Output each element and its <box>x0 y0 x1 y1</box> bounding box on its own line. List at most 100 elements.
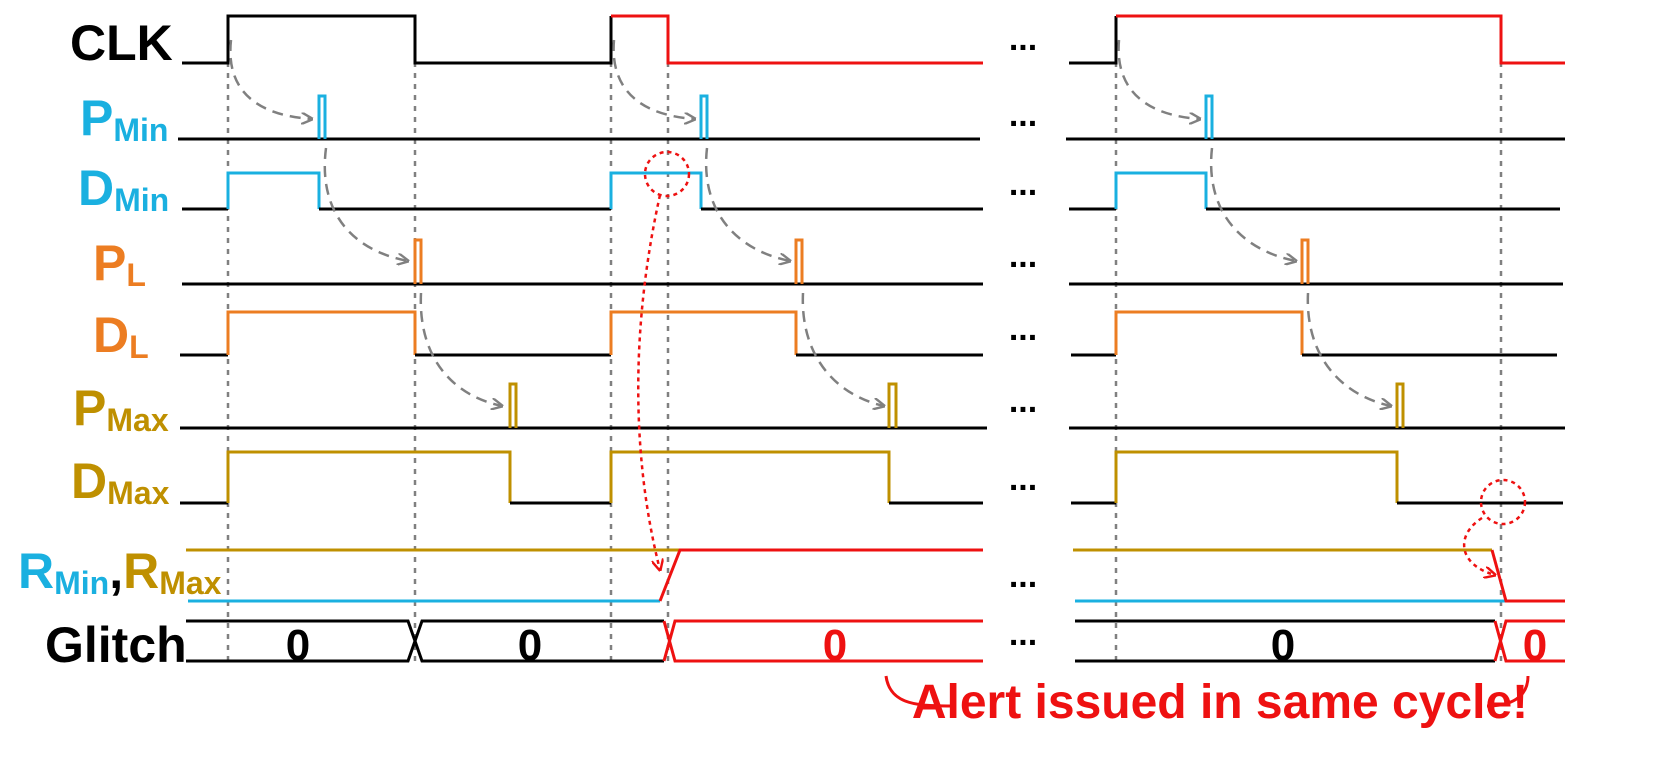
pmax-pulse-3 <box>1395 382 1405 428</box>
clk-black-1 <box>182 14 613 65</box>
label-dmin-main: D <box>78 160 114 216</box>
arrow-clk-to-pmin-1 <box>229 39 312 119</box>
dmin-high-3 <box>1114 171 1208 209</box>
label-pmax: PMax <box>73 380 169 438</box>
label-pmin: PMin <box>80 90 168 148</box>
alert-arrow-2 <box>1462 516 1495 575</box>
wave-clk <box>182 14 1565 65</box>
label-rmin-main: R <box>18 543 54 599</box>
glitch-bus-red-2a <box>1493 620 1565 663</box>
label-pl-main: P <box>93 235 126 291</box>
label-pmin-main: P <box>80 90 113 146</box>
dmax-high-1 <box>226 450 512 503</box>
dmax-high-2 <box>609 450 891 503</box>
annotation-text: Alert issued in same cycle! <box>912 676 1528 729</box>
glitch-value-5: 0 <box>1523 621 1547 670</box>
label-dl: DL <box>93 307 149 365</box>
label-r-comma: , <box>109 543 123 599</box>
arrow-pl-to-pmax-2 <box>801 292 884 406</box>
arrow-pl-to-pmax-1 <box>419 292 502 406</box>
glitch-value-1: 0 <box>286 621 310 670</box>
label-dmax: DMax <box>71 453 170 511</box>
clk-black-2 <box>1069 16 1118 65</box>
pmin-pulse-2 <box>699 94 709 139</box>
glitch-value-4: 0 <box>1271 621 1295 670</box>
guide-lines <box>226 18 1503 661</box>
label-rmax-main: R <box>123 543 159 599</box>
label-pmax-main: P <box>73 380 106 436</box>
dmin-high-1 <box>226 171 321 209</box>
wave-dmin <box>182 171 1560 211</box>
wave-glitch <box>186 619 1565 663</box>
label-clk: CLK <box>70 15 173 71</box>
pl-pulse-1 <box>413 238 423 284</box>
glitch-bus-red-1b <box>662 619 983 662</box>
label-pl-sub: L <box>126 257 146 293</box>
arrow-clk-to-pmin-3 <box>1117 39 1200 119</box>
dl-high-2 <box>609 310 798 355</box>
ellipsis-pl: ... <box>1009 237 1037 275</box>
wave-dmax <box>180 450 1563 505</box>
wave-pmin <box>178 94 1565 141</box>
pmax-pulse-2 <box>887 382 898 428</box>
wave-pl <box>182 238 1563 286</box>
dmin-high-2 <box>609 171 703 209</box>
ellipsis-glitch: ... <box>1009 615 1037 653</box>
wave-pmax <box>180 382 1565 430</box>
annotation-bracket-right <box>1486 675 1530 708</box>
label-pmax-sub: Max <box>106 402 168 438</box>
label-rmin-sub: Min <box>54 565 109 601</box>
r-red-transition-2 <box>1490 549 1565 603</box>
alert-arrow-1 <box>637 194 660 570</box>
dl-high-1 <box>226 310 417 355</box>
annotation-bracket-left <box>884 675 956 708</box>
clk-red-2 <box>1116 14 1565 65</box>
r-red-transition-1 <box>658 548 983 602</box>
pmin-pulse-3 <box>1204 94 1214 139</box>
ellipsis-dmax: ... <box>1009 460 1037 498</box>
glitch-bus-red-1a <box>662 620 983 663</box>
label-dmax-main: D <box>71 453 107 509</box>
label-pmin-sub: Min <box>113 112 168 148</box>
label-glitch: Glitch <box>45 617 187 673</box>
ellipsis-clk: ... <box>1009 20 1037 58</box>
label-dmin: DMin <box>78 160 169 218</box>
pl-pulse-2 <box>794 238 804 284</box>
wave-r <box>186 548 1565 603</box>
label-pl: PL <box>93 235 146 293</box>
arrow-pmin-to-pl-1 <box>323 147 408 261</box>
alert-circle-1 <box>643 150 691 198</box>
label-dmax-sub: Max <box>107 475 169 511</box>
glitch-bus-seg-1 <box>186 619 664 663</box>
ellipsis-dmin: ... <box>1009 165 1037 203</box>
label-dmin-sub: Min <box>114 182 169 218</box>
arrow-pmin-to-pl-2 <box>704 147 790 261</box>
glitch-value-2: 0 <box>518 621 542 670</box>
alert-annotation: Alert issued in same cycle! <box>884 675 1530 729</box>
pmax-pulse-1 <box>508 382 518 428</box>
arrow-pl-to-pmax-3 <box>1306 292 1391 406</box>
glitch-bus-red-2b <box>1493 619 1565 662</box>
arrow-clk-to-pmin-2 <box>612 39 695 119</box>
ellipsis-dl: ... <box>1009 310 1037 348</box>
pl-pulse-3 <box>1300 238 1310 284</box>
ellipsis-pmin: ... <box>1009 96 1037 134</box>
pmin-pulse-1 <box>317 94 327 139</box>
ellipsis-column: ... ... ... ... ... ... ... ... ... <box>1009 20 1037 653</box>
ellipsis-r: ... <box>1009 557 1037 595</box>
causality-arrows <box>229 39 1391 406</box>
arrow-pmin-to-pl-3 <box>1209 147 1296 261</box>
clk-red-1 <box>611 14 983 65</box>
label-dl-sub: L <box>129 329 149 365</box>
glitch-value-3: 0 <box>823 621 847 670</box>
label-rmax-sub: Max <box>159 565 221 601</box>
dl-high-3 <box>1114 310 1304 355</box>
alert-circle-2 <box>1479 478 1527 526</box>
ellipsis-pmax: ... <box>1009 382 1037 420</box>
alert-markers <box>637 150 1527 575</box>
label-rmin-rmax: RMin,RMax <box>18 543 222 601</box>
glitch-bus-seg-2 <box>186 619 664 663</box>
label-dl-main: D <box>93 307 129 363</box>
dmax-high-3 <box>1114 450 1399 503</box>
